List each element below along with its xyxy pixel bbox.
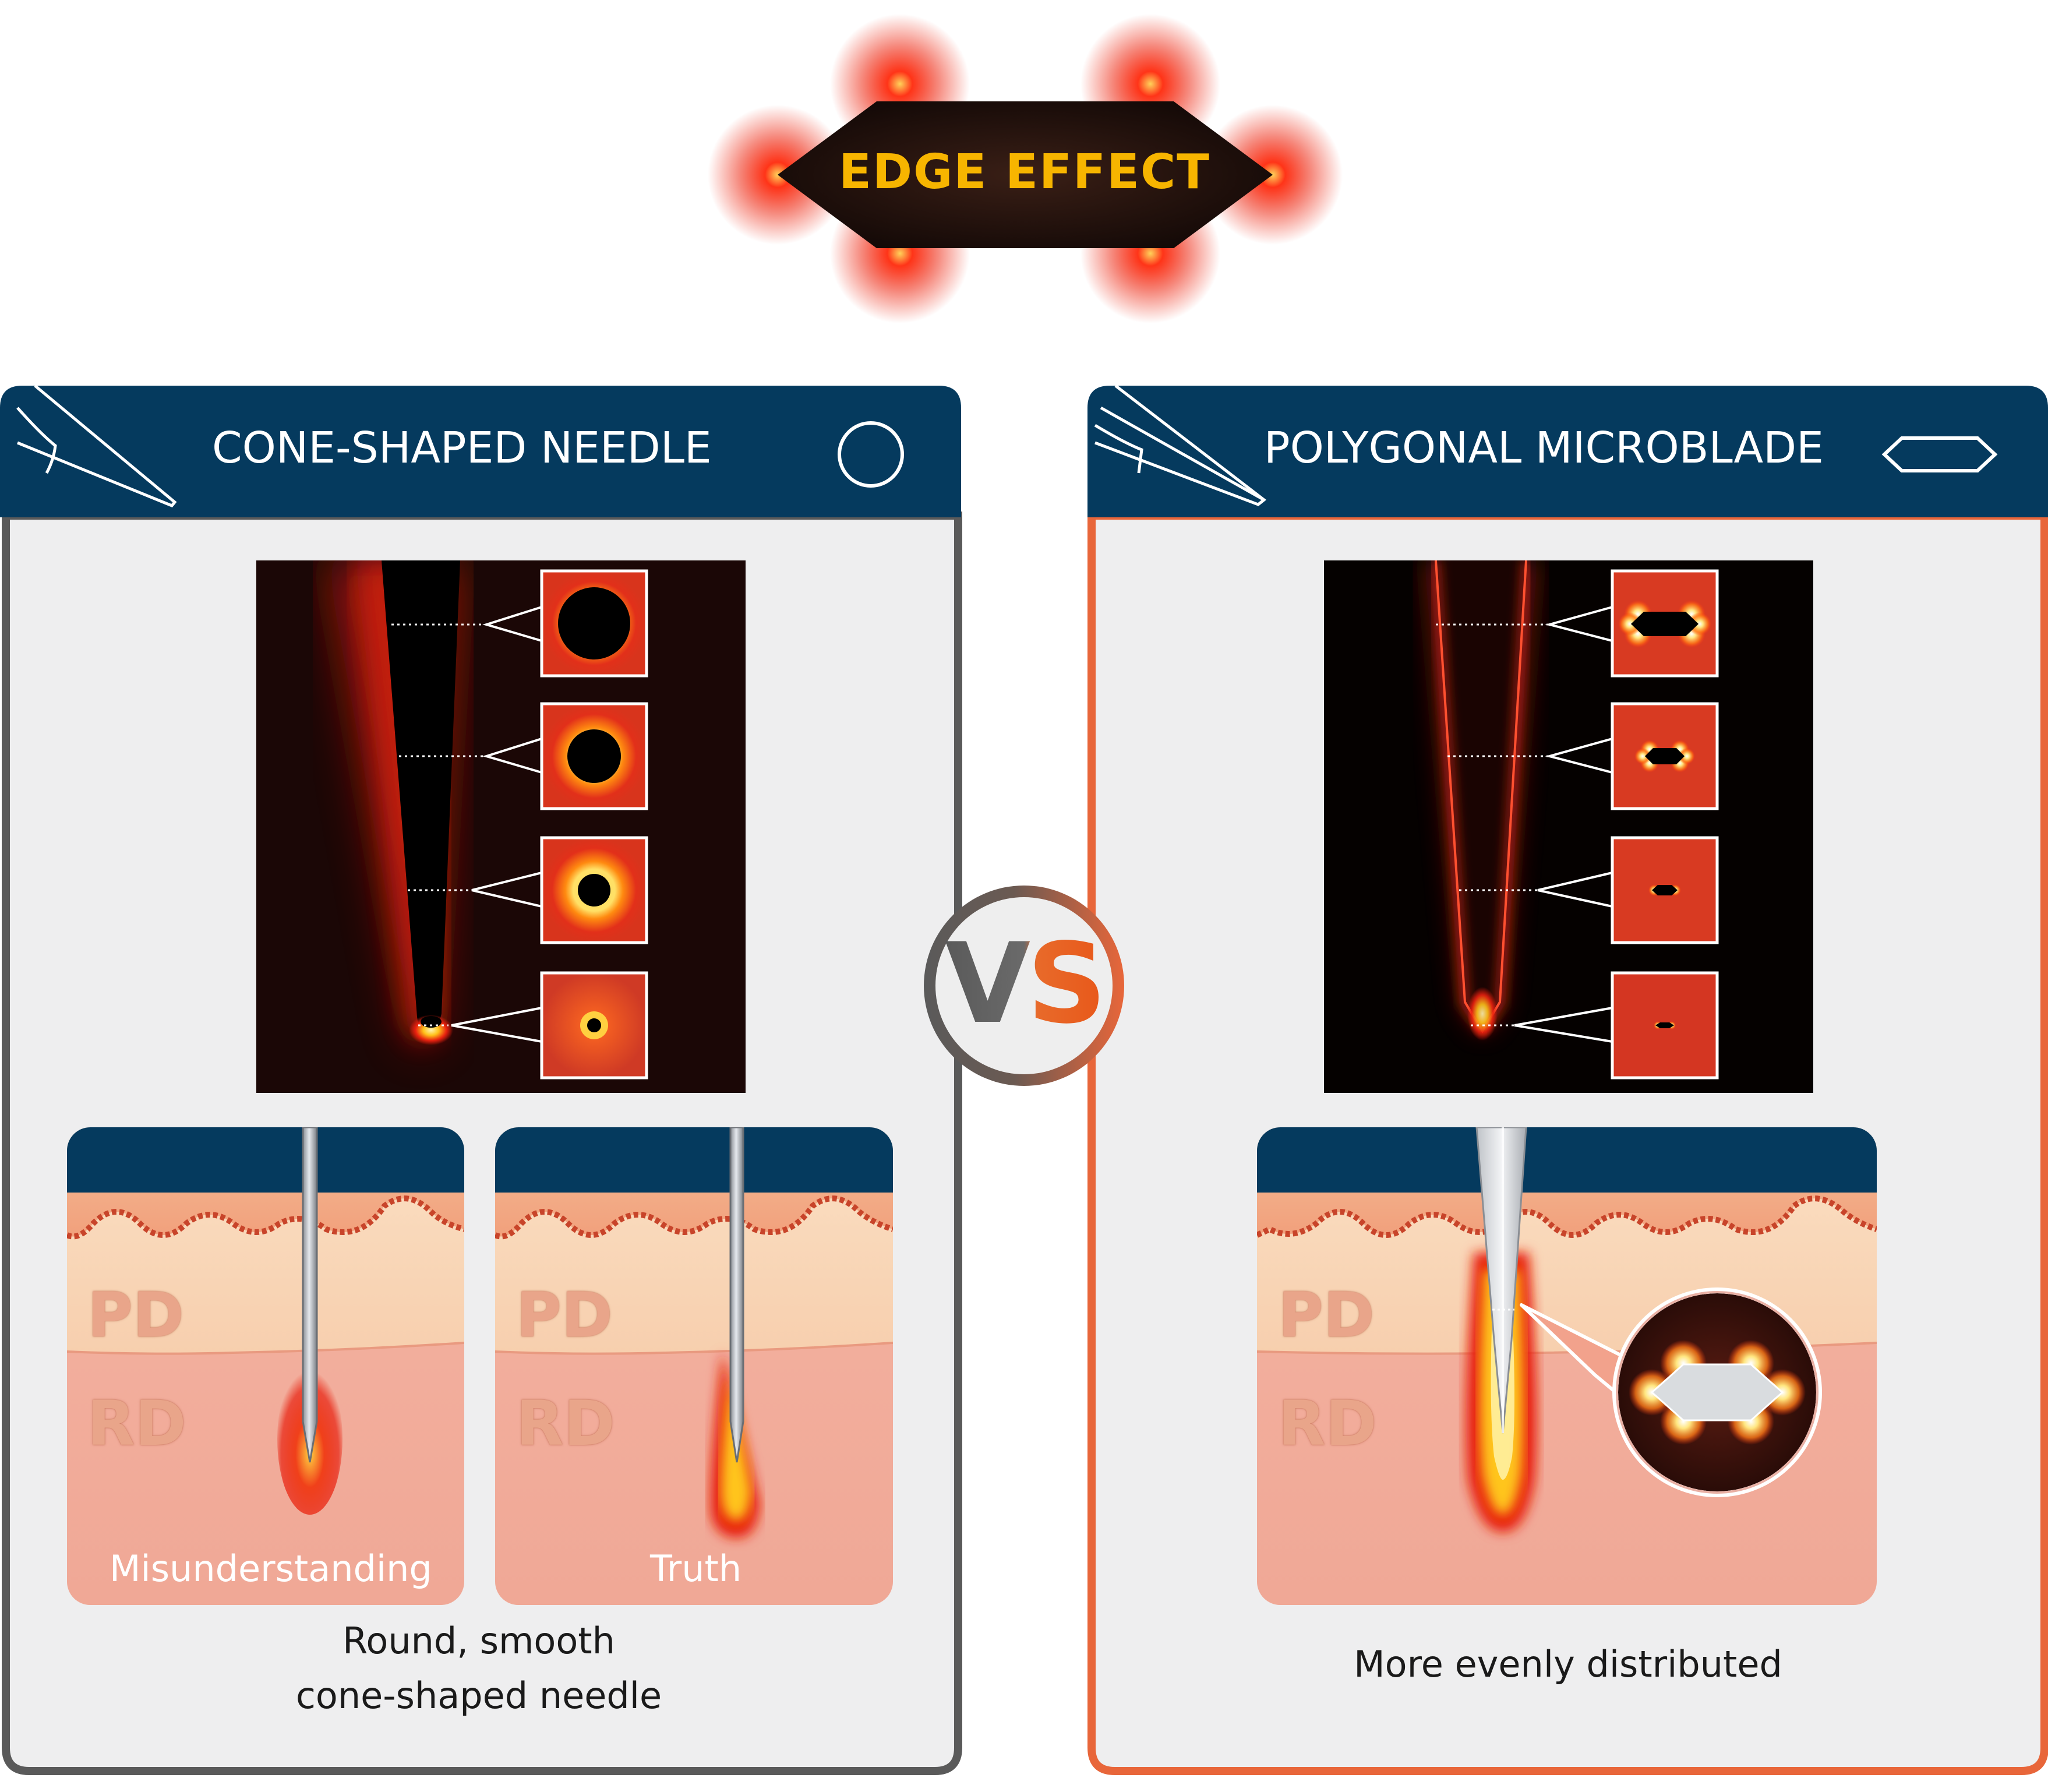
rd-label: RD bbox=[87, 1388, 186, 1459]
blade-section-3 bbox=[1537, 836, 1719, 944]
left-description-line-2: cone-shaped needle bbox=[295, 1674, 662, 1717]
left-panel-title: CONE-SHAPED NEEDLE bbox=[212, 423, 712, 473]
cone-needle-icon bbox=[16, 384, 177, 508]
cone-heatmap bbox=[256, 560, 746, 1093]
pd-label: PD bbox=[1278, 1279, 1375, 1351]
cone-cross-section-callouts bbox=[451, 569, 648, 1080]
right-panel-title: POLYGONAL MICROBLADE bbox=[1264, 423, 1824, 473]
circle-icon bbox=[838, 421, 904, 488]
pd-label: PD bbox=[516, 1279, 613, 1351]
edge-effect-badge bbox=[708, 14, 1343, 323]
cross-section-1 bbox=[482, 569, 648, 678]
left-description-line-1: Round, smooth bbox=[342, 1620, 615, 1662]
left-panel-header bbox=[0, 386, 961, 517]
blade-section-2 bbox=[1545, 702, 1719, 810]
blade-section-4 bbox=[1514, 971, 1719, 1080]
left-description: Round, smooth cone-shaped needle bbox=[188, 1614, 770, 1723]
blade-section-1 bbox=[1545, 569, 1719, 678]
hexagon-badge-icon bbox=[778, 101, 1273, 248]
page-title: EDGE EFFECT bbox=[839, 144, 1211, 200]
microblade-heatmap bbox=[1324, 560, 1813, 1093]
cross-section-3 bbox=[471, 836, 648, 944]
right-description-line-1: More evenly distributed bbox=[1354, 1643, 1782, 1685]
truth-caption: Truth bbox=[650, 1547, 742, 1590]
vs-label: VS bbox=[945, 919, 1107, 1048]
right-panel-header bbox=[1087, 386, 2048, 517]
hexagon-icon bbox=[1881, 436, 1998, 472]
right-description: More evenly distributed bbox=[1277, 1637, 1859, 1692]
vs-text: VS bbox=[945, 919, 1107, 1048]
cross-section-2 bbox=[482, 702, 648, 810]
rd-label: RD bbox=[1278, 1388, 1377, 1459]
microblade-icon bbox=[1094, 384, 1267, 506]
skin-diagram-misunderstanding bbox=[67, 1127, 464, 1605]
skin-diagram-truth bbox=[495, 1127, 893, 1605]
magnifier-callout bbox=[1520, 1287, 1822, 1497]
pd-label: PD bbox=[87, 1279, 184, 1351]
vs-badge bbox=[924, 886, 1124, 1086]
misunderstanding-caption: Misunderstanding bbox=[110, 1547, 432, 1590]
rd-label: RD bbox=[516, 1388, 615, 1459]
microblade-cross-section-callouts bbox=[1514, 569, 1719, 1080]
cross-section-4 bbox=[451, 971, 648, 1080]
